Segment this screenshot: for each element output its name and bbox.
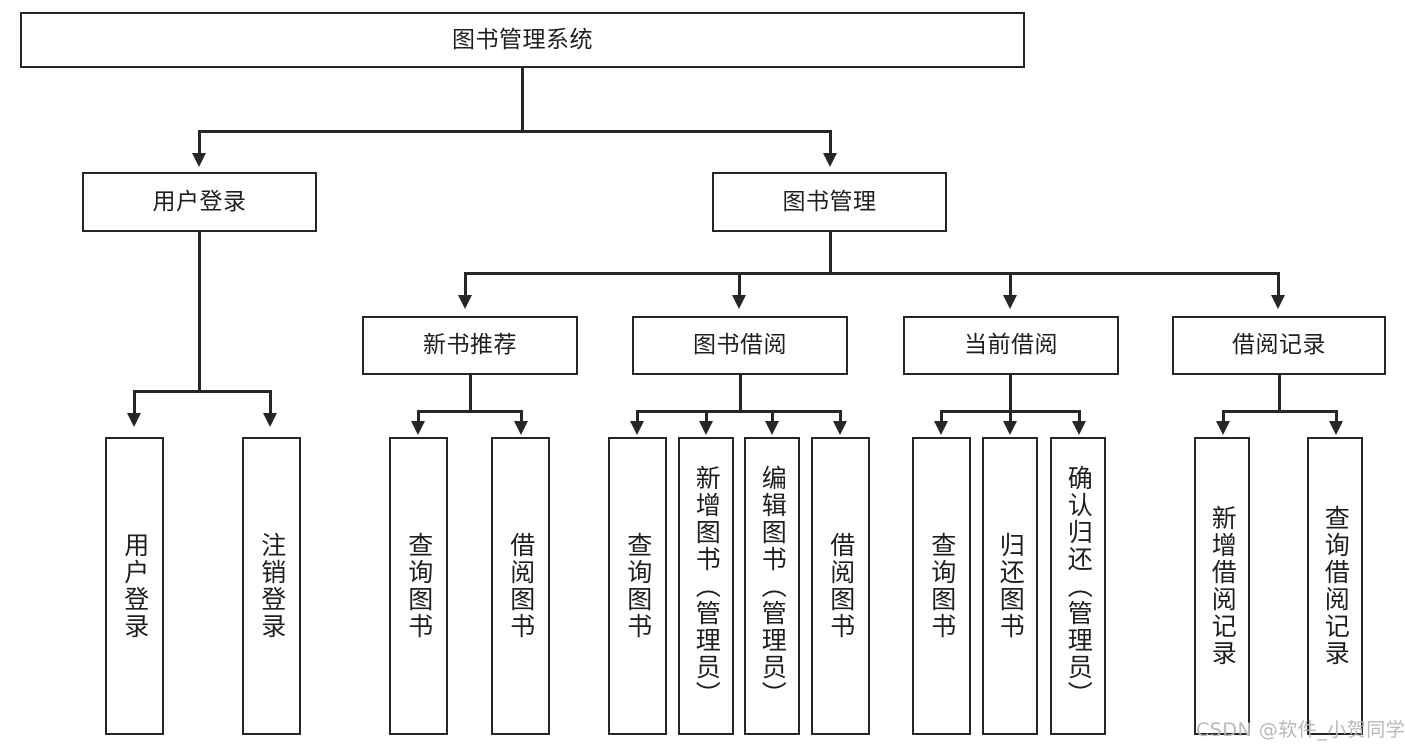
arrowhead-current-leaf-2 — [1003, 421, 1017, 435]
node-user-login[interactable]: 用户登录 — [82, 172, 317, 232]
connector-user-login-stem — [198, 232, 201, 392]
connector-borrow-leaf3 — [771, 410, 774, 424]
leaf-current-return-book[interactable]: 归还图书 — [982, 437, 1038, 735]
node-label: 查询图书 — [623, 532, 653, 640]
node-label: 查询图书 — [927, 532, 957, 640]
arrowhead-login-leaf-1 — [127, 413, 141, 427]
node-label: 用户登录 — [152, 188, 247, 215]
leaf-rec-borrow-book[interactable]: 借阅图书 — [491, 437, 550, 735]
node-label: 查询借阅记录 — [1321, 505, 1351, 667]
arrowhead-borrow-leaf-1 — [630, 421, 644, 435]
connector-book-manage-stem — [829, 232, 832, 274]
arrowhead-borrow-record — [1271, 295, 1285, 309]
arrowhead-rec-leaf-2 — [514, 421, 528, 435]
node-label: 新增图书（管理员） — [692, 464, 722, 708]
connector-bm-child1 — [464, 272, 467, 297]
arrowhead-new-book-rec — [458, 295, 472, 309]
arrowhead-record-leaf-1 — [1216, 421, 1230, 435]
connector-current-stem — [1009, 375, 1012, 412]
leaf-record-add-borrow-record[interactable]: 新增借阅记录 — [1194, 437, 1250, 735]
connector-rec-leaf1 — [417, 410, 420, 424]
leaf-borrow-edit-book-admin[interactable]: 编辑图书（管理员） — [744, 437, 800, 735]
arrowhead-current-borrow — [1003, 295, 1017, 309]
connector-borrow-bus — [636, 410, 841, 413]
node-label: 借阅图书 — [506, 532, 536, 640]
connector-user-login-bus — [133, 390, 271, 393]
connector-rec-leaf2 — [520, 410, 523, 424]
arrowhead-book-manage — [823, 153, 837, 167]
node-label: 借阅记录 — [1232, 332, 1326, 358]
arrowhead-borrow-leaf-2 — [699, 421, 713, 435]
leaf-borrow-add-book-admin[interactable]: 新增图书（管理员） — [678, 437, 734, 735]
leaf-logout-login[interactable]: 注销登录 — [242, 437, 301, 735]
node-book-borrow[interactable]: 图书借阅 — [632, 316, 848, 375]
connector-record-leaf2 — [1335, 410, 1338, 424]
leaf-record-query-borrow-record[interactable]: 查询借阅记录 — [1307, 437, 1363, 735]
arrowhead-record-leaf-2 — [1329, 421, 1343, 435]
arrowhead-current-leaf-1 — [934, 421, 948, 435]
node-book-management[interactable]: 图书管理 — [712, 172, 947, 232]
arrowhead-book-borrow — [732, 295, 746, 309]
connector-current-leaf3 — [1078, 410, 1081, 424]
node-label: 归还图书 — [996, 532, 1026, 640]
leaf-rec-query-book[interactable]: 查询图书 — [389, 437, 448, 735]
connector-record-bus — [1222, 410, 1337, 413]
connector-current-leaf1 — [940, 410, 943, 424]
node-label: 图书管理系统 — [452, 26, 593, 53]
node-label: 确认归还（管理员） — [1064, 464, 1094, 708]
connector-root-bus — [198, 130, 831, 133]
node-label: 用户登录 — [120, 532, 150, 640]
leaf-borrow-borrow-book[interactable]: 借阅图书 — [811, 437, 870, 735]
node-label: 图书管理 — [782, 188, 877, 215]
connector-current-leaf2 — [1009, 410, 1012, 424]
leaf-user-login[interactable]: 用户登录 — [105, 437, 164, 735]
node-borrow-record[interactable]: 借阅记录 — [1172, 316, 1386, 375]
node-current-borrow[interactable]: 当前借阅 — [903, 316, 1119, 375]
connector-borrow-leaf2 — [705, 410, 708, 424]
connector-user-login-leaf2 — [269, 390, 272, 415]
node-label: 查询图书 — [404, 532, 434, 640]
connector-book-manage-bus — [464, 272, 1277, 275]
leaf-current-query-book[interactable]: 查询图书 — [912, 437, 971, 735]
node-label: 借阅图书 — [826, 532, 856, 640]
connector-record-leaf1 — [1222, 410, 1225, 424]
node-label: 新增借阅记录 — [1208, 505, 1238, 667]
connector-borrow-leaf4 — [839, 410, 842, 424]
connector-bm-child4 — [1277, 272, 1280, 297]
node-new-book-recommend[interactable]: 新书推荐 — [362, 316, 578, 375]
connector-rec-stem — [469, 375, 472, 412]
connector-rec-bus — [417, 410, 522, 413]
connector-root-to-book-manage — [829, 130, 832, 155]
node-label: 图书借阅 — [693, 332, 787, 358]
connector-bm-child2 — [738, 272, 741, 297]
node-label: 新书推荐 — [423, 332, 517, 358]
node-label: 注销登录 — [257, 532, 287, 640]
connector-root-to-user-login — [198, 130, 201, 155]
arrowhead-user-login — [192, 153, 206, 167]
arrowhead-rec-leaf-1 — [411, 421, 425, 435]
leaf-borrow-query-book[interactable]: 查询图书 — [608, 437, 667, 735]
arrowhead-login-leaf-2 — [263, 413, 277, 427]
node-label: 编辑图书（管理员） — [758, 464, 788, 708]
connector-record-stem — [1278, 375, 1281, 412]
arrowhead-borrow-leaf-3 — [765, 421, 779, 435]
connector-bm-child3 — [1009, 272, 1012, 297]
connector-borrow-leaf1 — [636, 410, 639, 424]
connector-user-login-leaf1 — [133, 390, 136, 415]
node-root-book-management-system[interactable]: 图书管理系统 — [20, 12, 1025, 68]
connector-borrow-stem — [739, 375, 742, 412]
node-label: 当前借阅 — [964, 332, 1058, 358]
connector-root-stem — [521, 68, 524, 131]
arrowhead-borrow-leaf-4 — [833, 421, 847, 435]
leaf-current-confirm-return-admin[interactable]: 确认归还（管理员） — [1050, 437, 1106, 735]
arrowhead-current-leaf-3 — [1072, 421, 1086, 435]
